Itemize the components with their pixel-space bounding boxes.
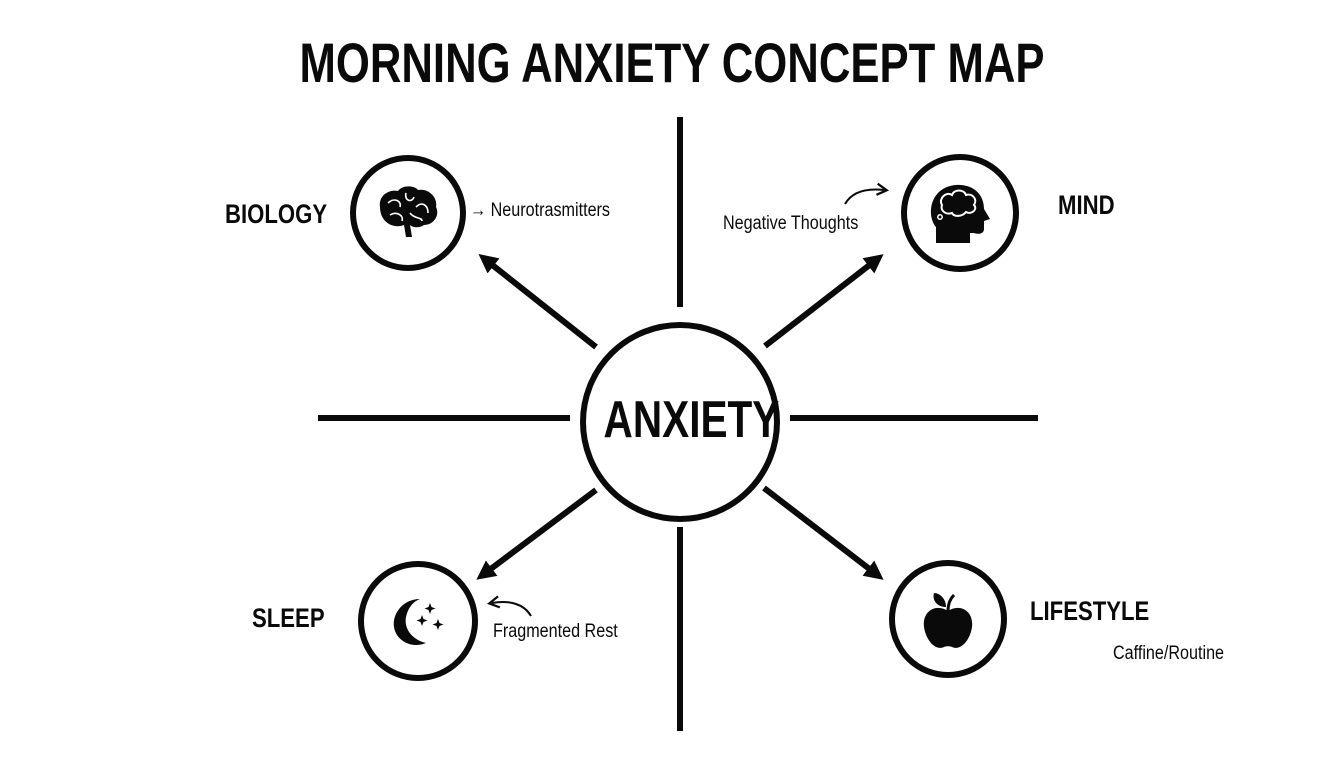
node-lifestyle[interactable] [889, 560, 1007, 678]
arrow-to-lifestyle [762, 485, 884, 580]
arrow-to-mind [763, 254, 884, 349]
node-biology[interactable] [350, 155, 466, 271]
arrow-to-biology [478, 254, 598, 350]
center-label: ANXIETY [603, 391, 780, 449]
moon-stars-icon [393, 599, 444, 646]
node-label-lifestyle: LIFESTYLE [1030, 596, 1150, 626]
node-sleep[interactable] [358, 561, 478, 681]
sleep-annotation-arrow [487, 595, 532, 617]
sleep-annotation-text: Fragmented Rest [493, 621, 618, 642]
node-label-biology: BIOLOGY [225, 199, 328, 229]
right-arrow-icon: → [470, 200, 487, 221]
biology-annotation: → Neurotrasmitters [470, 200, 610, 222]
axis-lines [318, 117, 1038, 731]
mind-annotation-arrow [844, 182, 890, 205]
diagram-title: MORNING ANXIETY CONCEPT MAP [299, 31, 1045, 94]
center-node-anxiety[interactable] [580, 322, 780, 522]
apple-icon [923, 593, 973, 648]
mind-annotation-text: Negative Thoughts [723, 213, 859, 234]
node-label-mind: MIND [1058, 190, 1115, 220]
lifestyle-annotation-text: Caffine/Routine [1113, 643, 1225, 664]
node-mind[interactable] [901, 154, 1019, 272]
head-thought-cloud-icon [930, 184, 990, 243]
brain-icon [379, 186, 438, 237]
node-label-sleep: SLEEP [252, 603, 325, 633]
biology-annotation-text: Neurotrasmitters [490, 200, 610, 221]
arrow-to-sleep [476, 487, 598, 580]
